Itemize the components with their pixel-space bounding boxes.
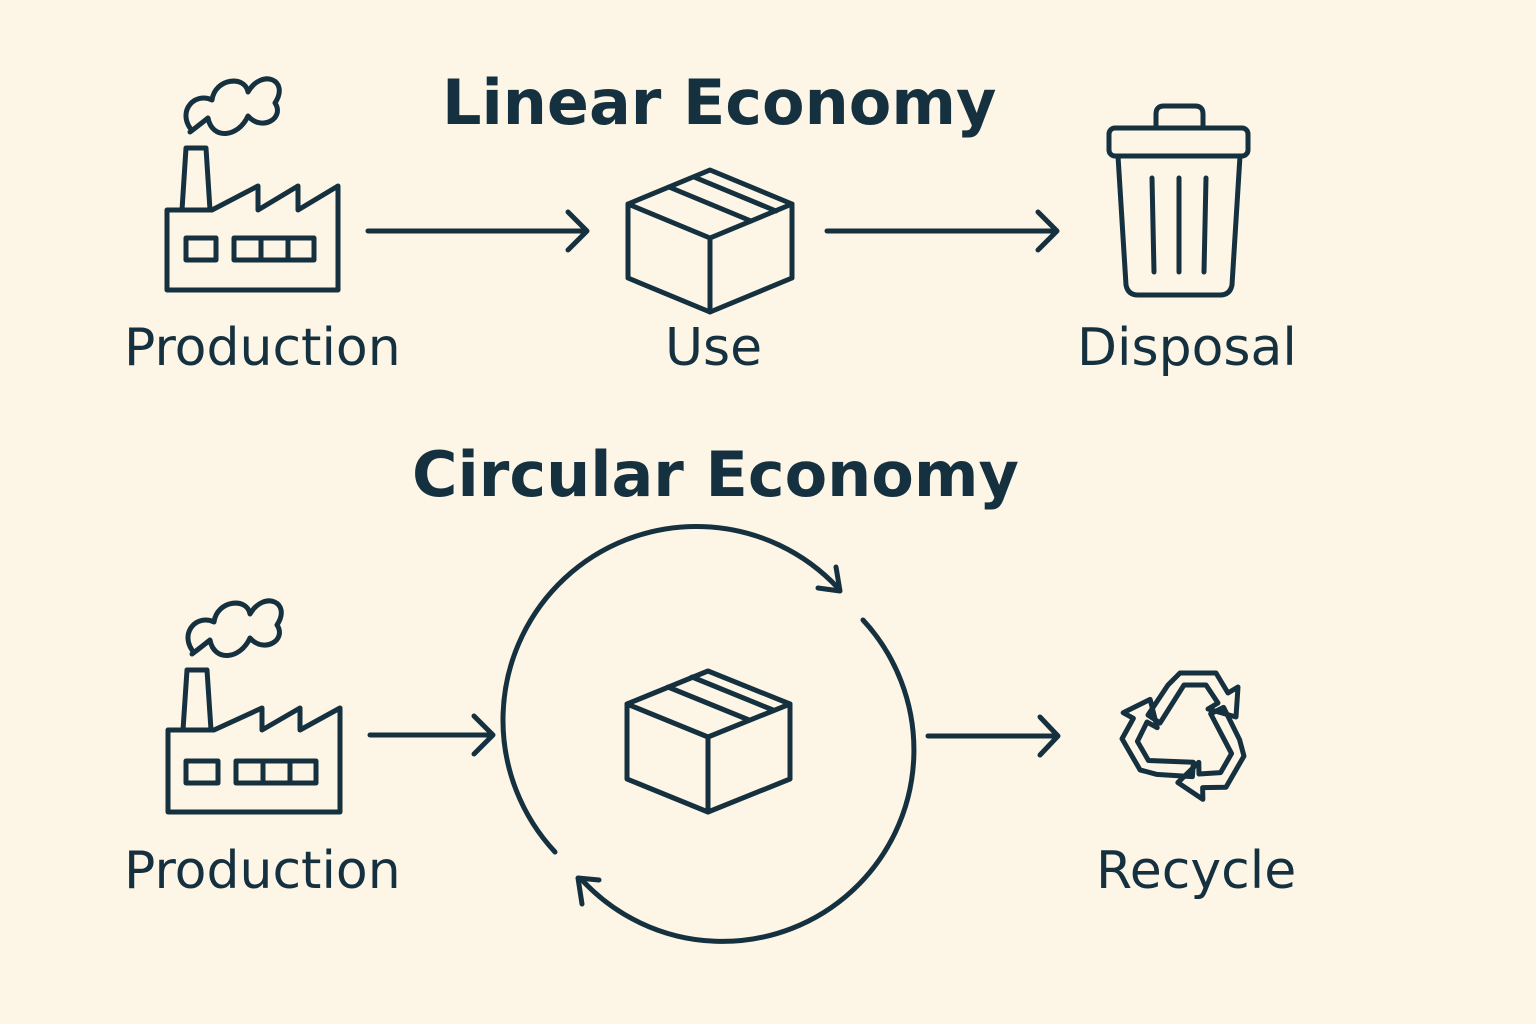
circular-recycle-label: Recycle: [1096, 841, 1297, 901]
arrow-production-to-use: [365, 209, 590, 253]
arrow-use-to-disposal: [824, 209, 1060, 253]
cycle-arrows-icon: [500, 523, 917, 944]
arrow-cycle-to-recycle: [925, 714, 1061, 758]
circular-production-label: Production: [124, 841, 401, 901]
box-icon: [624, 668, 793, 815]
linear-production-label: Production: [124, 318, 401, 378]
linear-disposal-label: Disposal: [1077, 318, 1297, 378]
linear-use-label: Use: [665, 318, 763, 378]
linear-economy-title: Linear Economy: [442, 66, 997, 139]
factory-icon: [165, 598, 343, 815]
recycle-icon: [1119, 670, 1247, 802]
factory-icon: [164, 76, 341, 293]
box-icon: [625, 167, 795, 315]
trash-can-icon: [1106, 103, 1251, 298]
arrow-production-to-cycle: [367, 713, 496, 757]
circular-economy-title: Circular Economy: [412, 438, 1019, 511]
